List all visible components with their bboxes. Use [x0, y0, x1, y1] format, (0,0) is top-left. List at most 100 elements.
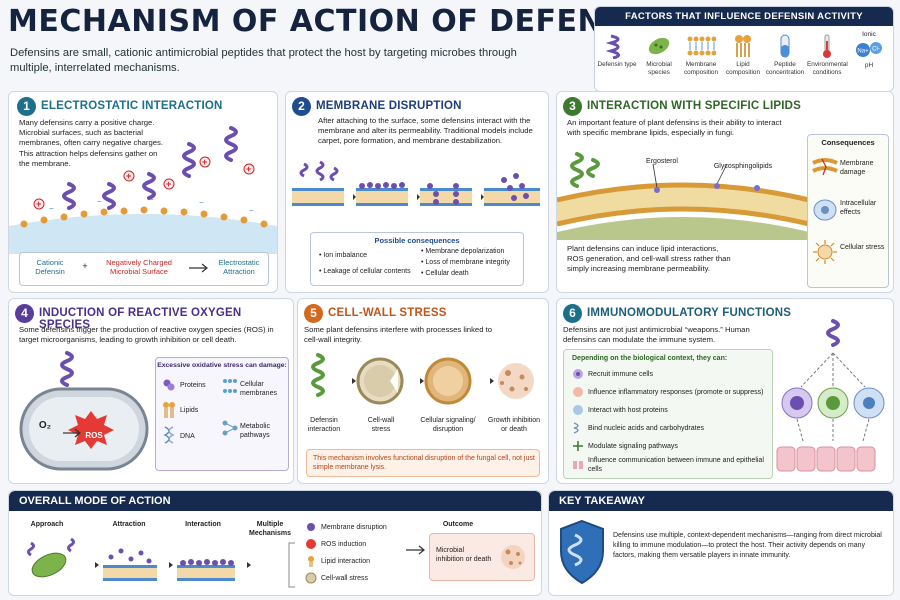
membrane-icon — [223, 379, 237, 393]
svg-text:+: + — [166, 179, 171, 189]
overall-illustration — [27, 537, 295, 588]
lipid-icon — [308, 556, 314, 567]
factor-microbial-species: Microbial species — [639, 33, 679, 76]
overall-step: Attraction — [112, 521, 146, 528]
section-immunomodulatory: 6 IMMUNOMODULATORY FUNCTIONS Defensins a… — [556, 298, 894, 484]
lipid-icon — [163, 402, 175, 418]
shield-icon — [560, 519, 604, 585]
cell-wall-note: This mechanism involves functional disru… — [306, 449, 540, 477]
section-text: Some plant defensins interfere with proc… — [304, 325, 493, 345]
step-label: Cell-wall stress — [367, 417, 395, 433]
cellular-stress-icon — [813, 240, 837, 264]
consequences-box: Possible consequences • Ion imbalance • … — [310, 232, 524, 286]
takeaway-text: Defensins use multiple, context-dependen… — [613, 532, 882, 559]
svg-text:−: − — [49, 204, 54, 213]
section-text: After attaching to the surface, some def… — [318, 116, 533, 146]
label-glycosphingolipids: Glycosphingolipids — [713, 163, 773, 170]
section-number: 5 — [304, 304, 323, 323]
section-text: An important feature of plant defensins … — [567, 118, 782, 138]
thermometer-icon — [823, 34, 831, 58]
section-title: ELECTROSTATIC INTERACTION — [41, 100, 223, 112]
o2-label: O₂ — [38, 420, 52, 431]
factor-ph: Ionic Na+ Cl- pH — [849, 31, 889, 69]
factor-peptide-concentration: Peptide concentration — [765, 33, 805, 76]
intro-text: Defensins are small, cationic antimicrob… — [10, 47, 517, 74]
step-label: Defensin interaction — [307, 417, 341, 433]
section-title: INDUCTION OF REACTIVE OXYGEN SPECIES — [39, 307, 242, 331]
factor-membrane-composition: Membrane composition — [681, 33, 721, 76]
section-text: Many defensins carry a positive charge. … — [19, 118, 163, 168]
arrow-icon — [406, 545, 425, 555]
factor-defensin-type: Defensin type — [597, 33, 637, 69]
svg-text:+: + — [36, 199, 41, 209]
svg-text:−: − — [249, 206, 254, 215]
lipid-consequences-box: Consequences Membrane damage Intracellul… — [807, 134, 889, 288]
factor-lipid-composition: Lipid composition — [723, 33, 763, 76]
consequence-item: • Loss of membrane integrity — [421, 259, 510, 266]
cell-wall-stress-illustration — [311, 353, 534, 405]
electrostatic-illustration: + + + + + −−−−− — [9, 126, 277, 254]
mechanism-item: Cell-wall stress — [321, 575, 369, 582]
mechanism-item: Membrane disruption — [321, 524, 387, 531]
section-text: Defensins are not just antimicrobial “we… — [563, 325, 750, 345]
membrane-disruption-illustration — [292, 160, 540, 206]
ros-illustration — [19, 351, 149, 471]
section-title: INTERACTION WITH SPECIFIC LIPIDS — [587, 100, 802, 112]
section-text-2: Plant defensins can induce lipid interac… — [567, 244, 731, 274]
immune-cell-icon — [573, 369, 583, 379]
step-label: Cellular signaling/ disruption — [420, 417, 476, 433]
ion-cl: Cl- — [872, 46, 880, 52]
svg-text:+: + — [202, 157, 207, 167]
membrane-damage-icon — [812, 158, 838, 176]
section-electrostatic: 1 ELECTROSTATIC INTERACTION Many defensi… — [8, 91, 278, 293]
section-number: 2 — [292, 97, 311, 116]
factors-panel: FACTORS THAT INFLUENCE DEFENSIN ACTIVITY… — [594, 6, 894, 92]
ros-label: ROS — [85, 431, 103, 440]
page-title: MECHANISM OF ACTION OF DEFENSINS — [8, 4, 685, 39]
section-membrane-disruption: 2 MEMBRANE DISRUPTION After attaching to… — [285, 91, 549, 293]
test-tube-icon — [780, 34, 790, 58]
membrane-disruption-icon — [307, 523, 315, 531]
svg-text:−: − — [199, 198, 204, 207]
section-cell-wall: 5 CELL-WALL STRESS Some plant defensins … — [297, 298, 549, 484]
outcome-label: Outcome — [442, 521, 474, 528]
oxidative-damage-box: Excessive oxidative stress can damage: P… — [155, 357, 289, 471]
consequence-item: • Cellular death — [421, 270, 469, 277]
overall-step: Approach — [30, 521, 64, 528]
ion-na: Na+ — [857, 48, 869, 54]
factor-environmental-conditions: Environmental conditions — [807, 33, 848, 76]
overall-mode-panel: OVERALL MODE OF ACTION Approach Attracti… — [8, 490, 542, 596]
mechanism-item: ROS induction — [321, 541, 367, 548]
overall-step: Multiple Mechanisms — [248, 521, 292, 537]
cell-wall-icon — [305, 572, 317, 584]
section-number: 1 — [17, 97, 36, 116]
dna-icon — [163, 426, 175, 444]
ros-icon — [306, 539, 316, 549]
nucleic-acid-icon — [573, 422, 579, 434]
intracellular-effects-icon — [813, 199, 837, 221]
host-protein-icon — [573, 405, 583, 415]
section-title: MEMBRANE DISRUPTION — [316, 100, 462, 112]
factors-title: FACTORS THAT INFLUENCE DEFENSIN ACTIVITY — [595, 7, 893, 26]
electrostatic-equation: Cationic Defensin + Negatively Charged M… — [19, 252, 269, 286]
protein-icon — [163, 379, 175, 391]
epithelial-icon — [573, 461, 583, 469]
section-text: Some defensins trigger the production of… — [19, 325, 274, 345]
section-number: 3 — [563, 97, 582, 116]
svg-text:+: + — [246, 164, 251, 174]
arrow-icon — [189, 263, 208, 273]
takeaway-title: KEY TAKEAWAY — [549, 491, 893, 511]
lipid-icon — [735, 35, 751, 57]
immune-functions-list: Depending on the biological context, the… — [563, 349, 773, 479]
section-number: 6 — [563, 304, 582, 323]
consequence-item: • Membrane depolarization — [421, 248, 505, 255]
section-ros: 4 INDUCTION OF REACTIVE OXYGEN SPECIES S… — [8, 298, 294, 484]
ions-icon: Na+ Cl- — [856, 41, 882, 57]
label-ergosterol: Ergosterol — [646, 158, 678, 165]
consequence-item: • Leakage of cellular contents — [319, 268, 411, 275]
inflammation-icon — [573, 387, 583, 397]
step-label: Growth inhibition or death — [487, 417, 541, 433]
overall-step: Interaction — [185, 521, 221, 528]
mechanism-item: Lipid interaction — [321, 558, 371, 565]
section-title: IMMUNOMODULATORY FUNCTIONS — [587, 307, 792, 319]
